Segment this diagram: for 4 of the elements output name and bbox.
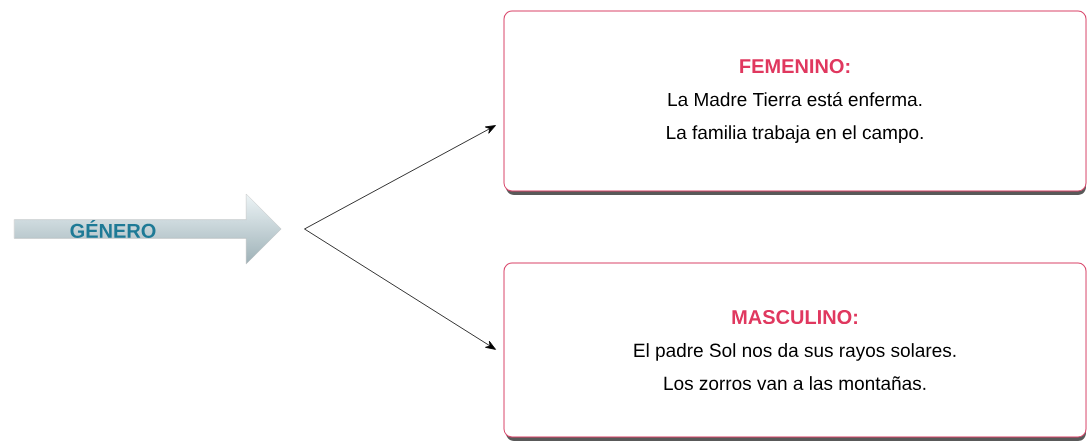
text-box: MASCULINO: El padre Sol nos da sus rayos solares. Los zorros van a las montañas. xyxy=(503,262,1087,441)
text-box: FEMENINO: La Madre Tierra está enferma. La familia trabaja en el campo. xyxy=(503,10,1087,195)
arrow xyxy=(304,125,496,230)
arrow xyxy=(304,228,496,350)
